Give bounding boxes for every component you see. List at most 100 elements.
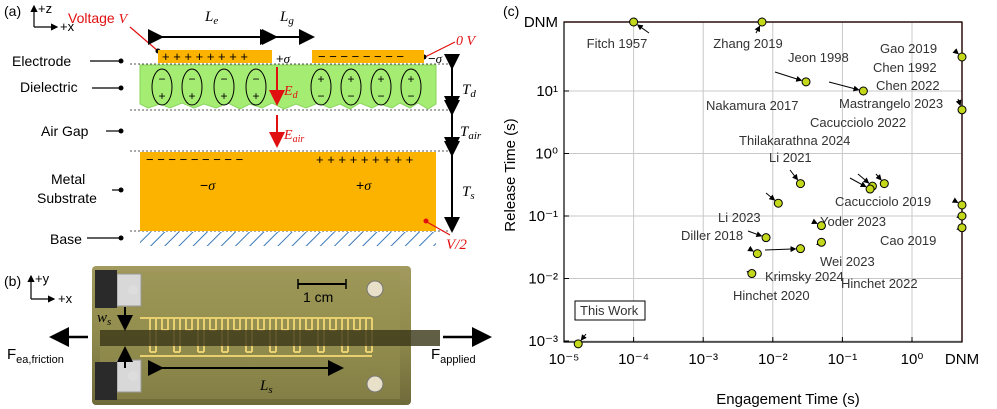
voltage-pointer [129, 26, 159, 52]
point-leader [765, 192, 776, 201]
l-e-label: Le [204, 9, 218, 27]
data-point [957, 105, 967, 115]
electrode-pointer-dot [118, 58, 124, 64]
point-leader [580, 333, 587, 341]
svg-text:+: + [377, 72, 384, 86]
point-label: Gao 2019 [880, 41, 937, 56]
base-label: Base [50, 231, 82, 247]
data-points [573, 17, 967, 349]
base-hatch [140, 232, 436, 246]
data-point [747, 269, 757, 279]
x-tick-label: 10⁻² [758, 351, 788, 368]
svg-text:−: − [347, 89, 354, 103]
substrate-left-charges: − − − − − − − − − [146, 152, 243, 167]
data-point [957, 52, 967, 62]
point-leader [875, 173, 882, 181]
data-point [795, 179, 805, 189]
l-g-label: Lg [279, 9, 294, 27]
zero-v-pointer [424, 41, 456, 58]
rivet-bottom [128, 371, 138, 381]
svg-text:+: + [188, 89, 195, 103]
point-leader [955, 98, 962, 107]
point-label: Hinchet 2020 [733, 288, 810, 303]
screw-top [366, 280, 384, 298]
electrode-minus-sigma: −σ [428, 51, 443, 66]
substrate-minus-sigma: −σ [200, 177, 216, 194]
half-v-label: V/2 [446, 237, 467, 253]
point-label: Chen 1992 [873, 60, 937, 75]
test-strip [100, 330, 440, 346]
point-leader [951, 197, 959, 204]
substrate-pointer-dot [118, 187, 124, 193]
data-point [801, 77, 811, 87]
axis-z-label: +z [38, 1, 52, 16]
data-point [757, 17, 767, 27]
data-point [629, 17, 639, 27]
point-leader [857, 173, 870, 184]
y-axis-title: Release Time (s) [502, 118, 519, 231]
point-label: Jeon 1998 [788, 50, 849, 65]
this-work-box [574, 300, 646, 321]
axis-x-label-b: +x [58, 291, 73, 306]
svg-text:−: − [377, 89, 384, 103]
svg-text:−: − [317, 89, 324, 103]
svg-text:+: + [317, 72, 324, 86]
data-point [879, 179, 889, 189]
point-label: Nakamura 2017 [706, 98, 799, 113]
y-tick-label: 10⁻¹ [528, 208, 558, 225]
x-tick-label: DNM [945, 351, 979, 368]
data-point [816, 237, 826, 247]
point-leader [764, 246, 797, 253]
data-point [858, 86, 868, 96]
point-leader [747, 230, 763, 238]
data-point [957, 211, 967, 221]
svg-text:−: − [158, 72, 165, 86]
metal-label: Metal [51, 171, 85, 187]
air-gap-pointer-dot [118, 128, 124, 134]
axis-y-label: +y [35, 271, 50, 286]
t-s-label: Ts [462, 184, 475, 202]
x-tick-label: 10⁻⁵ [549, 351, 580, 368]
panel-a-label: (a) [4, 3, 21, 19]
substrate-label: Substrate [37, 190, 97, 206]
data-point [761, 233, 771, 243]
half-v-contact [423, 218, 429, 224]
axis-x-label: +x [60, 19, 75, 34]
left-electrode-charges: + + + + + + + + [162, 49, 248, 64]
point-label: Cacucciolo 2022 [810, 115, 906, 130]
panel-b-label: (b) [4, 273, 21, 289]
data-point [795, 244, 805, 254]
point-label: Chen 2022 [876, 78, 940, 93]
dielectric-layer [139, 64, 437, 110]
point-label: Li 2023 [718, 210, 761, 225]
point-label: Hinchet 2022 [841, 276, 918, 291]
point-label: Cacucciolo 2019 [835, 194, 931, 209]
y-tick-label: 10⁰ [535, 146, 558, 163]
point-label: Cao 2019 [880, 233, 936, 248]
svg-text:−: − [188, 72, 195, 86]
y-tick-label: 10¹ [536, 83, 558, 100]
svg-text:+: + [252, 89, 259, 103]
data-point [752, 249, 762, 259]
data-point [865, 184, 875, 194]
x-axis-title: Engagement Time (s) [716, 391, 859, 408]
voltage-v-label: Voltage V [68, 10, 129, 27]
dipole-charges: −+ −+ −+ −+ +− +− +− +− [158, 72, 414, 103]
point-label: Zhang 2019 [713, 36, 782, 51]
rivet-top [128, 285, 138, 295]
point-leader [789, 169, 799, 181]
substrate-right-charges: + + + + + + + + + [316, 152, 413, 167]
svg-text:+: + [407, 72, 414, 86]
zero-v-label: 0 V [456, 34, 477, 49]
t-d-label: Td [462, 82, 476, 100]
svg-text:+: + [158, 89, 165, 103]
point-label: Fitch 1957 [587, 36, 648, 51]
data-point [573, 339, 583, 349]
e-air-label: Eair [283, 128, 304, 145]
air-gap-label: Air Gap [41, 123, 89, 139]
point-leader [828, 81, 860, 92]
point-label: Diller 2018 [681, 228, 743, 243]
